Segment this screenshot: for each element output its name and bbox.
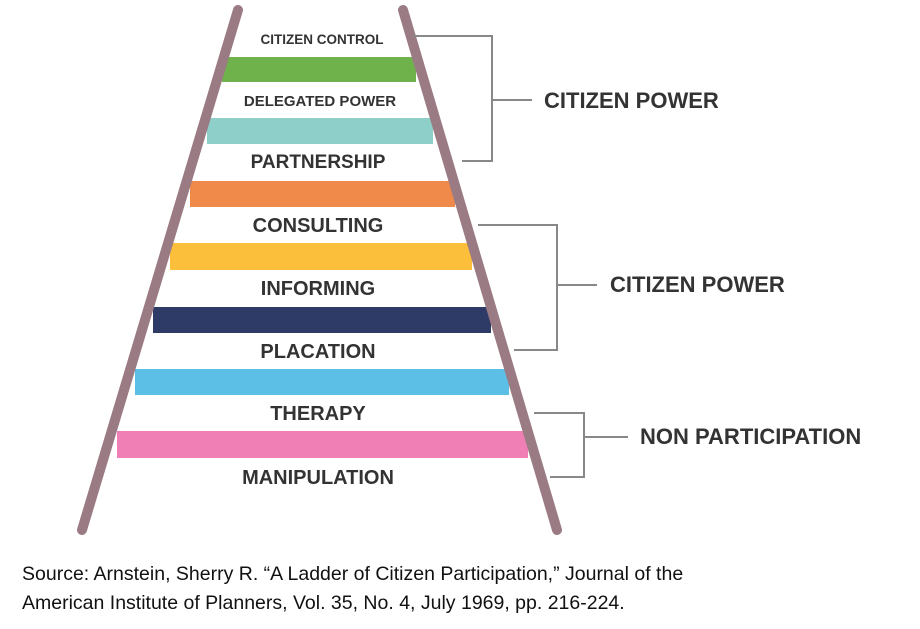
rung-label-partnership: PARTNERSHIP — [251, 152, 386, 173]
group-label-citizen-power-top: CITIZEN POWER — [544, 88, 719, 113]
source-citation: Source: Arnstein, Sherry R. “A Ladder of… — [22, 560, 902, 618]
band-informing — [153, 307, 491, 333]
band-placation — [135, 369, 509, 395]
group-bracket-1 — [412, 35, 532, 162]
group-bracket-3 — [534, 412, 628, 478]
ladder-diagram: CITIZEN CONTROL DELEGATED POWER PARTNERS… — [77, 5, 861, 535]
rung-label-citizen-control: CITIZEN CONTROL — [261, 32, 384, 47]
band-consulting — [170, 243, 472, 270]
ladder-right-rail — [398, 5, 562, 535]
rung-label-therapy: THERAPY — [270, 403, 366, 425]
group-label-non-participation: NON PARTICIPATION — [640, 424, 861, 449]
ladder-left-rail — [77, 5, 243, 535]
band-partnership — [190, 181, 455, 207]
band-delegated-power — [207, 118, 433, 144]
group-bracket-2 — [478, 224, 597, 351]
rung-label-informing: INFORMING — [261, 278, 375, 300]
rung-label-manipulation: MANIPULATION — [242, 467, 394, 489]
source-line-2: American Institute of Planners, Vol. 35,… — [22, 592, 625, 614]
rung-label-placation: PLACATION — [260, 341, 375, 363]
source-line-1: Source: Arnstein, Sherry R. “A Ladder of… — [22, 563, 684, 585]
group-label-citizen-power-middle: CITIZEN POWER — [610, 272, 785, 297]
rung-label-delegated-power: DELEGATED POWER — [244, 93, 396, 110]
rung-label-consulting: CONSULTING — [253, 215, 384, 237]
band-citizen-control — [222, 57, 416, 82]
band-therapy — [117, 431, 528, 458]
